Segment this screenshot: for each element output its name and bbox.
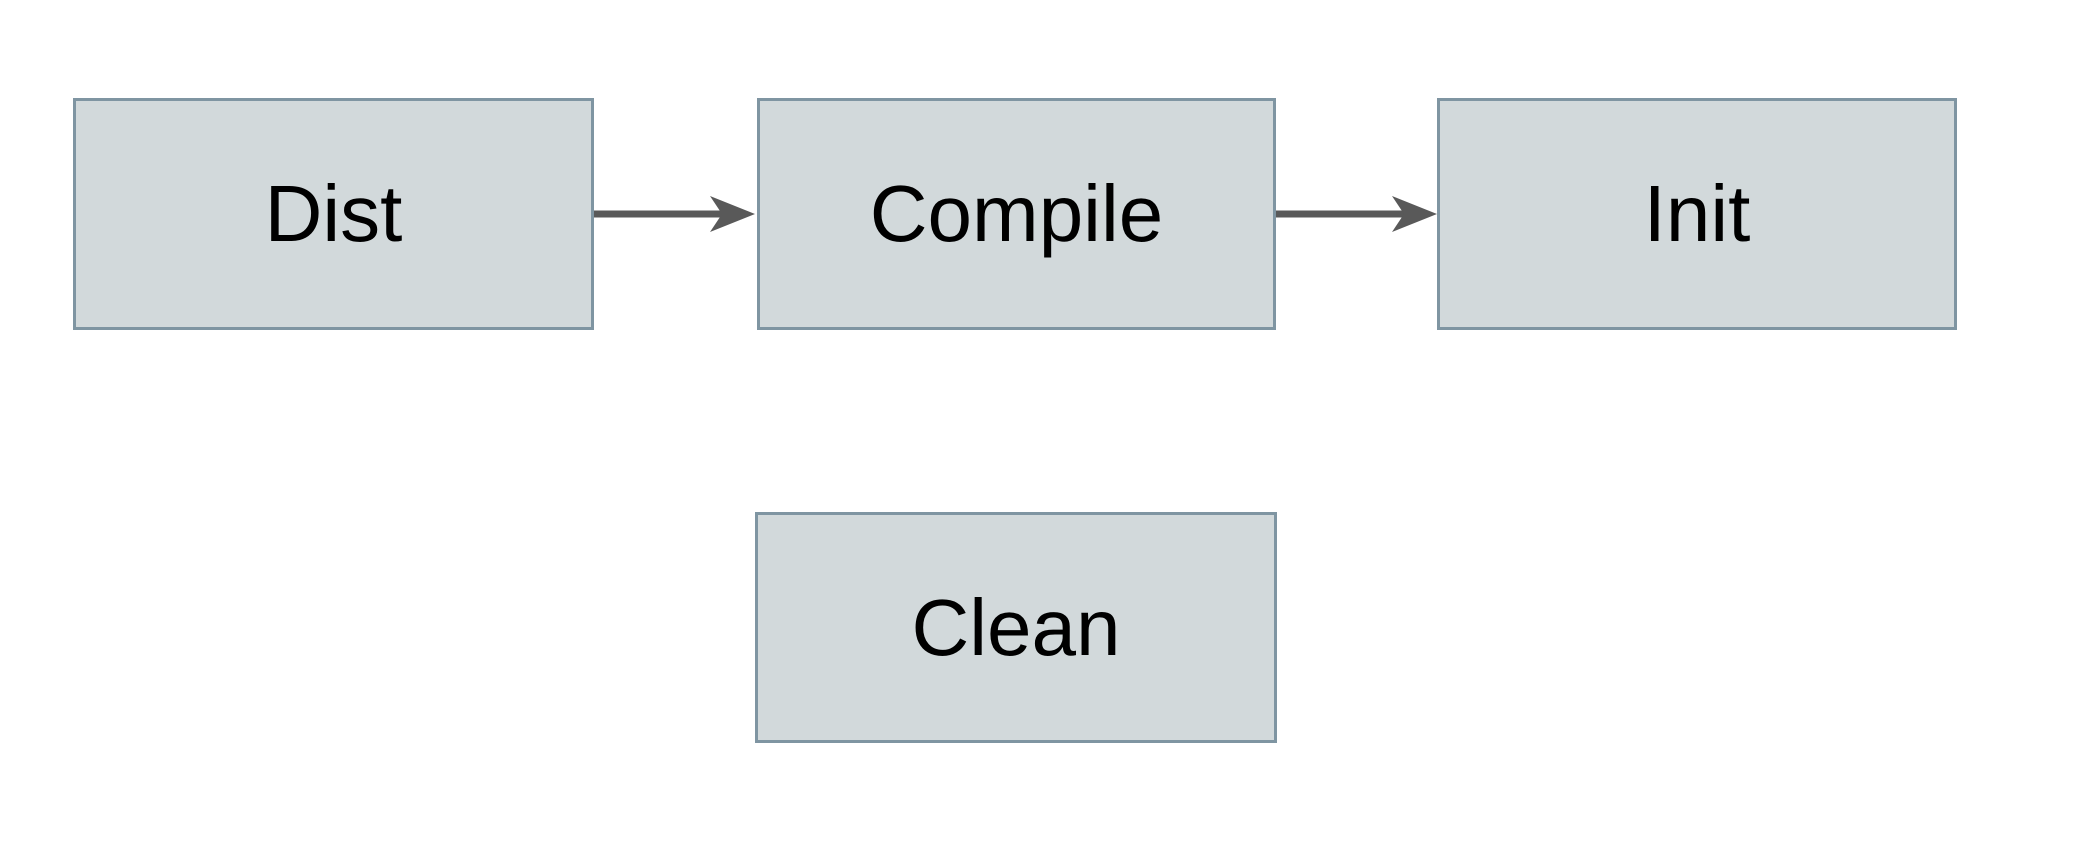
arrow-head-icon xyxy=(1392,196,1437,232)
flowchart-node-clean: Clean xyxy=(755,512,1277,743)
node-label: Init xyxy=(1643,169,1751,258)
flowchart-node-dist: Dist xyxy=(73,98,594,330)
flowchart-node-compile: Compile xyxy=(757,98,1276,330)
node-label: Compile xyxy=(869,169,1164,258)
flowchart-node-init: Init xyxy=(1437,98,1957,330)
node-label: Dist xyxy=(264,169,403,258)
arrow-head-icon xyxy=(710,196,755,232)
arrow-dist-to-compile xyxy=(594,196,755,232)
node-label: Clean xyxy=(911,582,1121,672)
arrow-compile-to-init xyxy=(1276,196,1437,232)
